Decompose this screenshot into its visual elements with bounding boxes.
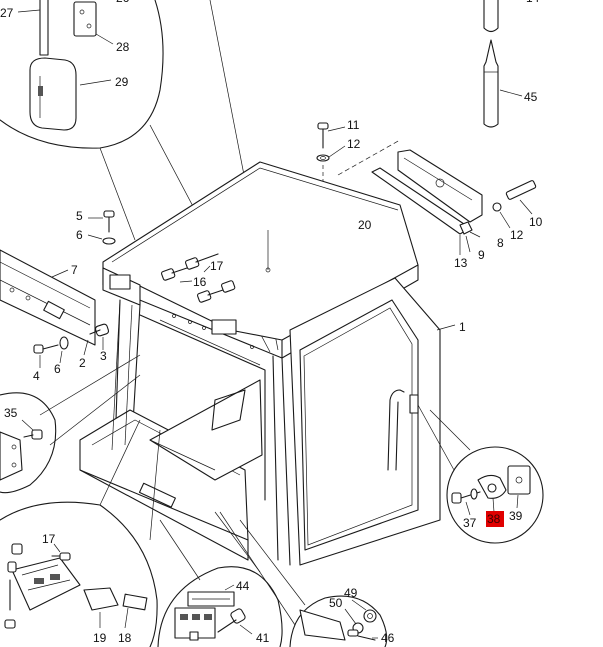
detail-circle-console	[0, 419, 161, 647]
callout-44: 44	[236, 579, 250, 593]
callout-38: 38	[487, 512, 501, 526]
work-light-assembly	[337, 139, 537, 255]
callout-27: 27	[0, 6, 14, 20]
detail-circle-door-latch	[417, 404, 544, 544]
callout-5: 5	[76, 209, 83, 223]
callout-17: 17	[210, 259, 224, 273]
callout-49: 49	[344, 586, 358, 600]
callout-7: 7	[71, 263, 78, 277]
detail-circle-35	[0, 354, 141, 494]
sealant-cartridges	[483, 0, 523, 128]
roof-bolts-16-17	[161, 253, 236, 303]
highlight-box-38	[486, 511, 504, 527]
callout-50: 50	[329, 596, 343, 610]
roof-bolt-assembly	[316, 122, 346, 190]
left-panel-assembly	[0, 210, 116, 368]
callout-28: 28	[116, 40, 130, 54]
detail-circle-hinge	[219, 511, 388, 647]
callout-6-lower: 6	[54, 362, 61, 376]
callout-6: 6	[76, 228, 83, 242]
callout-3: 3	[100, 349, 107, 363]
callout-18: 18	[118, 631, 132, 645]
detail-circle-lamp	[157, 511, 283, 647]
callout-1: 1	[459, 320, 466, 334]
callout-12: 12	[347, 137, 361, 151]
callout-8: 8	[497, 236, 504, 250]
callout-41: 41	[256, 631, 270, 645]
callout-4: 4	[33, 369, 40, 383]
callout-14: 14	[526, 0, 540, 5]
callout-29: 29	[115, 75, 129, 89]
callout-39: 39	[509, 509, 523, 523]
callout-labels: 27 26 28 29 14 45 11 12 20 10 12 8 9 13 …	[0, 0, 543, 645]
callout-45: 45	[524, 90, 538, 104]
callout-35: 35	[4, 406, 18, 420]
cab-frame	[79, 161, 456, 566]
callout-26: 26	[116, 0, 130, 5]
callout-46: 46	[381, 631, 395, 645]
callout-12-right: 12	[510, 228, 524, 242]
callout-10: 10	[529, 215, 543, 229]
callout-16: 16	[193, 275, 207, 289]
callout-9: 9	[478, 248, 485, 262]
callout-37: 37	[463, 516, 477, 530]
callout-11: 11	[347, 118, 360, 132]
callout-17-lower: 17	[42, 532, 56, 546]
callout-2: 2	[79, 356, 86, 370]
callout-20: 20	[358, 218, 372, 232]
callout-13: 13	[454, 256, 468, 270]
callout-19: 19	[93, 631, 107, 645]
